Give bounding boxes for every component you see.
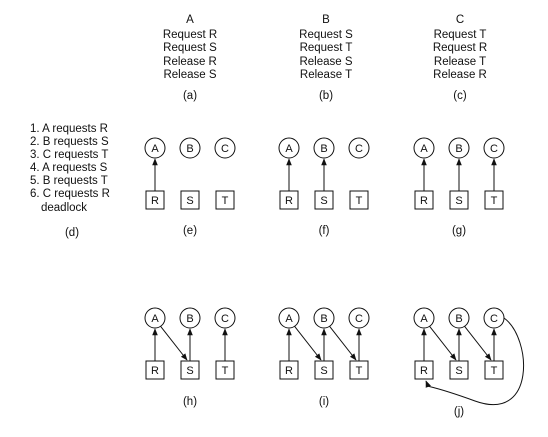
- process-c-step: Request T: [433, 29, 487, 42]
- caption-j: (j): [453, 406, 465, 418]
- resource-node-label: S: [320, 195, 327, 207]
- process-b-step: Release S: [299, 55, 353, 68]
- process-c-step: Release R: [433, 68, 487, 81]
- caption-d: (d): [64, 227, 80, 239]
- process-node-label: C: [355, 313, 363, 325]
- resource-node-label: T: [491, 365, 498, 377]
- process-node: [179, 137, 201, 159]
- process-a-step: Release S: [163, 68, 217, 81]
- process-node-label: B: [186, 143, 193, 155]
- process-node-label: C: [490, 143, 498, 155]
- process-node-label: B: [320, 143, 327, 155]
- sequence-line: 3. C requests T: [30, 149, 109, 162]
- process-node-label: C: [221, 313, 229, 325]
- process-node-label: A: [151, 313, 159, 325]
- resource-node-label: R: [285, 365, 293, 377]
- process-node-label: A: [151, 143, 159, 155]
- resource-node-label: R: [151, 195, 159, 207]
- process-node: [278, 137, 300, 159]
- process-node: [413, 307, 435, 329]
- resource-node-label: R: [151, 365, 159, 377]
- caption-b: (b): [318, 90, 334, 102]
- resource-node-label: S: [186, 195, 193, 207]
- process-node: [313, 137, 335, 159]
- resource-node-label: S: [455, 365, 462, 377]
- resource-node-label: S: [320, 365, 327, 377]
- process-c-listing: C Request T Request R Release T Release …: [420, 14, 500, 82]
- deadlock-label: deadlock: [41, 201, 88, 214]
- resource-node-label: T: [356, 195, 363, 207]
- process-node-label: C: [355, 143, 363, 155]
- process-node-label: A: [285, 143, 293, 155]
- caption-a: (a): [182, 90, 198, 102]
- resource-node-label: T: [356, 365, 363, 377]
- process-a-step: Request R: [162, 29, 218, 42]
- process-node: [214, 137, 236, 159]
- process-b-listing: B Request S Request T Release S Release …: [286, 14, 366, 82]
- process-node-label: B: [320, 313, 327, 325]
- process-node-label: C: [221, 143, 229, 155]
- request-edge: [294, 325, 322, 361]
- resource-node-label: R: [420, 195, 428, 207]
- process-node-label: B: [455, 143, 462, 155]
- process-node: [313, 307, 335, 329]
- process-b-step: Request T: [299, 42, 353, 55]
- caption-i: (i): [318, 396, 330, 408]
- process-b-step: Request S: [299, 29, 353, 42]
- process-node-label: B: [186, 313, 193, 325]
- request-edge: [160, 325, 188, 361]
- caption-e: (e): [182, 225, 198, 237]
- resource-node: [349, 190, 369, 210]
- sequence-line: 2. B requests S: [30, 136, 109, 149]
- process-node-label: C: [490, 313, 498, 325]
- process-node: [413, 137, 435, 159]
- sequence-line: 1. A requests R: [30, 123, 108, 135]
- resource-node: [180, 190, 200, 210]
- process-c-name: C: [455, 14, 465, 26]
- process-node-label: B: [455, 313, 462, 325]
- process-node: [348, 307, 370, 329]
- resource-node-label: T: [222, 195, 229, 207]
- process-node-label: A: [285, 313, 293, 325]
- process-node: [214, 307, 236, 329]
- resource-node-label: R: [285, 195, 293, 207]
- process-node: [483, 137, 505, 159]
- caption-f: (f): [318, 225, 330, 237]
- process-node-label: A: [420, 143, 428, 155]
- request-edge: [429, 325, 457, 361]
- sequence-line: 5. B requests T: [30, 175, 108, 188]
- process-b-step: Release T: [299, 68, 353, 81]
- resource-node-label: T: [491, 195, 498, 207]
- resource-node: [215, 190, 235, 210]
- caption-g: (g): [451, 225, 467, 237]
- process-a-name: A: [186, 14, 194, 26]
- caption-h: (h): [182, 396, 198, 408]
- process-node: [278, 307, 300, 329]
- process-node: [448, 307, 470, 329]
- process-a-step: Release R: [163, 55, 217, 68]
- resource-node-label: S: [186, 365, 193, 377]
- resource-node-label: T: [222, 365, 229, 377]
- process-node: [144, 307, 166, 329]
- resource-node-label: S: [455, 195, 462, 207]
- request-edge: [329, 325, 357, 361]
- process-a-step: Request S: [163, 42, 217, 55]
- process-c-step: Request R: [432, 42, 488, 55]
- process-node: [179, 307, 201, 329]
- process-node: [144, 137, 166, 159]
- sequence-line: 4. A requests S: [30, 162, 108, 175]
- cycle-request-edge: [425, 317, 525, 405]
- caption-c: (c): [453, 90, 467, 102]
- process-node: [348, 137, 370, 159]
- process-node: [448, 137, 470, 159]
- process-c-step: Release T: [433, 55, 487, 68]
- sequence-line: 6. C requests R: [30, 188, 110, 201]
- process-a-listing: A Request R Request S Release R Release …: [150, 14, 230, 82]
- request-edge: [464, 325, 492, 361]
- process-node-label: A: [420, 313, 428, 325]
- request-sequence: 1. A requests R 2. B requests S 3. C req…: [30, 123, 110, 215]
- resource-node-label: R: [420, 365, 428, 377]
- process-b-name: B: [322, 14, 330, 26]
